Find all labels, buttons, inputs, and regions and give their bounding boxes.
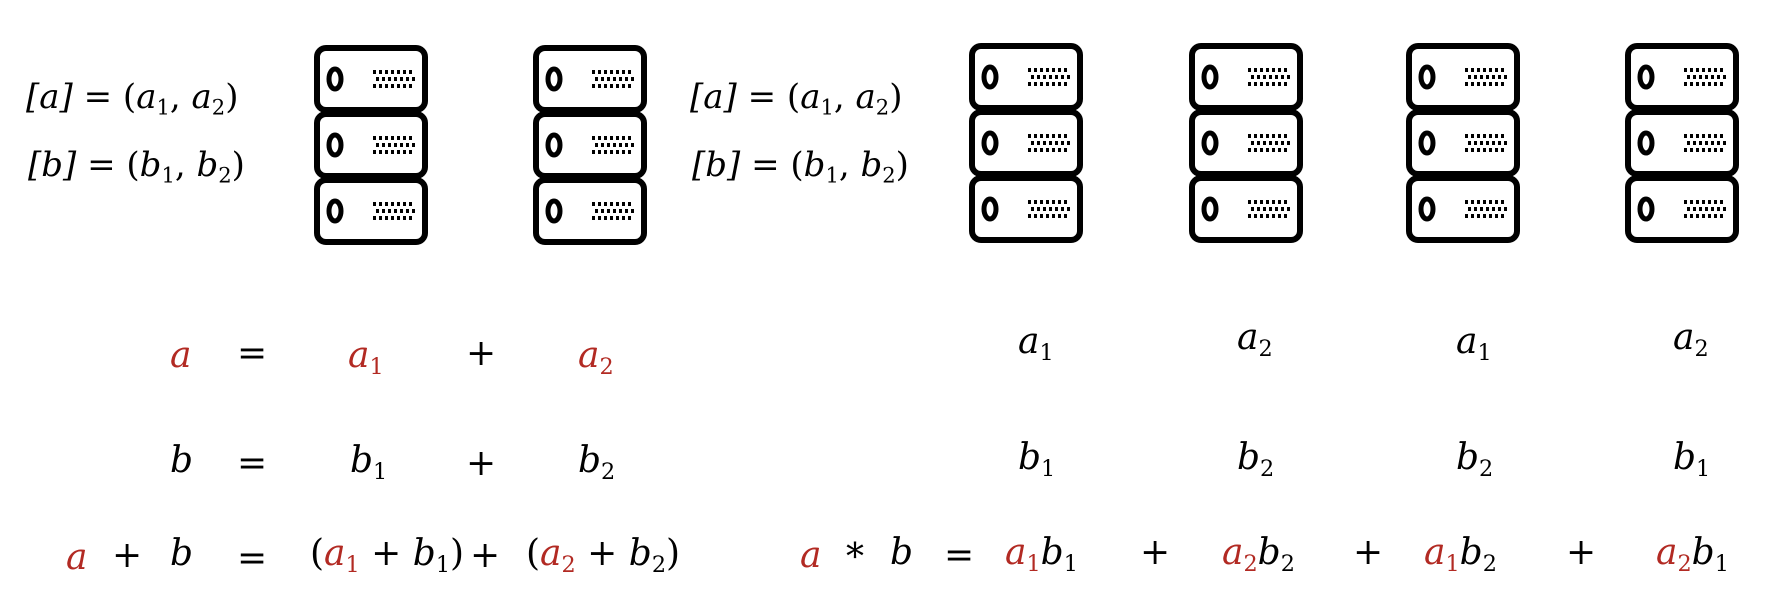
share-def-a-left: [a] = (a1, a2)	[26, 77, 239, 120]
prod-term-4: a2b1	[1656, 532, 1729, 578]
server-unit	[533, 45, 647, 113]
server-unit	[1189, 175, 1303, 243]
power-led-icon	[981, 196, 999, 222]
prod-lhs-a: a	[800, 535, 822, 576]
server-unit	[1406, 109, 1520, 177]
b-share-label: b2	[1237, 437, 1275, 483]
sum-eq: =	[237, 538, 268, 579]
server-rack-icon	[1406, 43, 1520, 243]
power-led-icon	[545, 198, 563, 224]
sum-term-1: (a1 + b1)	[310, 533, 465, 579]
server-unit	[314, 45, 428, 113]
sum-term-2: (a2 + b2)	[526, 533, 681, 579]
b-share-label: b1	[1018, 437, 1056, 483]
add-share-b1: b1	[350, 440, 388, 486]
server-rack-icon	[969, 43, 1083, 243]
prod-lhs-op: *	[846, 537, 864, 578]
sum-plus: +	[470, 535, 501, 576]
power-led-icon	[1201, 196, 1219, 222]
power-led-icon	[326, 132, 344, 158]
power-led-icon	[1201, 130, 1219, 156]
prod-term-2: a2b2	[1222, 532, 1295, 578]
power-led-icon	[1637, 130, 1655, 156]
server-rack-icon	[533, 45, 647, 245]
server-unit	[1406, 43, 1520, 111]
prod-eq: =	[944, 535, 975, 576]
server-rack-icon	[314, 45, 428, 245]
server-unit	[314, 111, 428, 179]
power-led-icon	[326, 198, 344, 224]
add-plus-a: +	[466, 333, 497, 374]
a-share-label: a1	[1456, 321, 1492, 367]
prod-lhs-b: b	[890, 532, 914, 573]
server-unit	[1189, 109, 1303, 177]
add-eq-a: =	[237, 333, 268, 374]
sum-lhs-plus: +	[112, 535, 143, 576]
add-lhs-b: b	[170, 440, 194, 481]
server-unit	[969, 43, 1083, 111]
add-eq-b: =	[237, 443, 268, 484]
power-led-icon	[545, 132, 563, 158]
server-unit	[314, 177, 428, 245]
power-led-icon	[326, 66, 344, 92]
server-unit	[1625, 175, 1739, 243]
sum-lhs-a: a	[66, 537, 88, 578]
add-share-a1: a1	[348, 335, 384, 381]
prod-term-3: a1b2	[1424, 532, 1497, 578]
server-unit	[1625, 109, 1739, 177]
share-def-b-right: [b] = (b1, b2)	[692, 145, 909, 188]
add-plus-b: +	[466, 443, 497, 484]
add-lhs-a: a	[170, 335, 192, 376]
power-led-icon	[1418, 196, 1436, 222]
power-led-icon	[1201, 64, 1219, 90]
add-share-a2: a2	[578, 335, 614, 381]
add-share-b2: b2	[578, 440, 616, 486]
server-unit	[533, 177, 647, 245]
prod-term-1: a1b1	[1005, 532, 1078, 578]
power-led-icon	[1418, 130, 1436, 156]
share-def-a-right: [a] = (a1, a2)	[690, 77, 903, 120]
power-led-icon	[1418, 64, 1436, 90]
server-rack-icon	[1625, 43, 1739, 243]
server-unit	[969, 109, 1083, 177]
prod-plus-2: +	[1353, 532, 1384, 573]
prod-plus-1: +	[1140, 532, 1171, 573]
b-share-label: b1	[1673, 437, 1711, 483]
share-def-b-left: [b] = (b1, b2)	[28, 145, 245, 188]
sum-lhs-b: b	[170, 533, 194, 574]
server-unit	[969, 175, 1083, 243]
power-led-icon	[1637, 196, 1655, 222]
a-share-label: a1	[1018, 321, 1054, 367]
power-led-icon	[981, 64, 999, 90]
power-led-icon	[1637, 64, 1655, 90]
server-rack-icon	[1189, 43, 1303, 243]
server-unit	[533, 111, 647, 179]
prod-plus-3: +	[1566, 532, 1597, 573]
server-unit	[1625, 43, 1739, 111]
a-share-label: a2	[1237, 317, 1273, 363]
power-led-icon	[981, 130, 999, 156]
server-unit	[1189, 43, 1303, 111]
b-share-label: b2	[1456, 437, 1494, 483]
power-led-icon	[545, 66, 563, 92]
a-share-label: a2	[1673, 317, 1709, 363]
server-unit	[1406, 175, 1520, 243]
